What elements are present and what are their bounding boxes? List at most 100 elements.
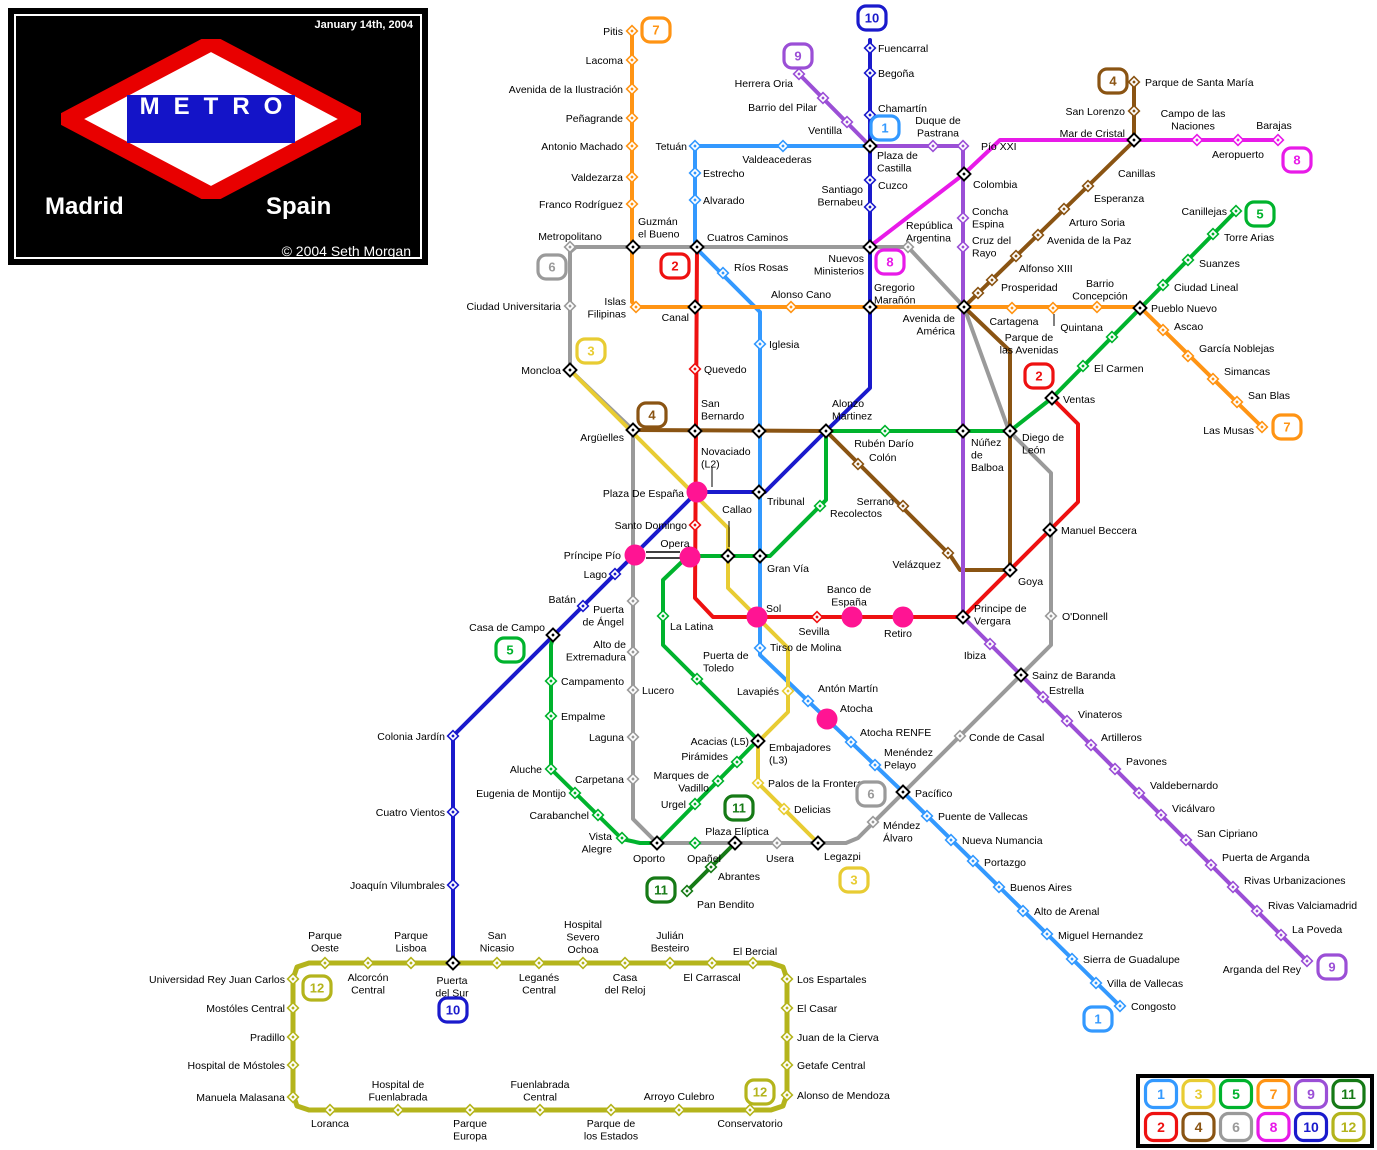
station-juan-de-la-cierva-marker <box>780 1030 794 1044</box>
svg-text:1: 1 <box>1157 1086 1165 1102</box>
station-hospital-de-móstoles-label: Hospital de Móstoles <box>188 1060 285 1072</box>
station-quevedo-marker <box>688 362 702 376</box>
metro-line-4 <box>631 80 1136 572</box>
station-república-marker <box>901 240 915 254</box>
station-la-poveda-label: La Poveda <box>1292 924 1342 936</box>
station-alonso-cano-marker <box>784 300 798 314</box>
svg-text:9: 9 <box>1328 960 1335 975</box>
station-puerta-de-marker <box>690 672 704 686</box>
station-eugenia-de-montijo-marker <box>568 786 582 800</box>
station-aluche-label: Aluche <box>510 764 542 776</box>
station-principe-de-transfer-marker <box>955 609 971 625</box>
station-pavones-marker <box>1108 762 1122 776</box>
station-rivas-urbanizaciones-label: Rivas Urbanizaciones <box>1244 875 1346 887</box>
station-congosto-label: Congosto <box>1131 1001 1176 1013</box>
station-conde-de-casal-marker <box>953 729 967 743</box>
station-banco-de-hub-marker <box>841 606 863 628</box>
station-pradillo-marker <box>286 1030 300 1044</box>
station-fuencarral-marker <box>863 41 877 55</box>
station-arroyo-culebro-label: Arroyo Culebro <box>644 1091 715 1103</box>
station-joaquín-vilumbrales-label: Joaquín Vilumbrales <box>350 880 445 892</box>
legend-badge-12: 12 <box>1331 1111 1366 1143</box>
station-opañel-label: Opañel <box>687 853 721 865</box>
station-prosperidad-marker <box>971 286 985 300</box>
station-tribunal-label: Tribunal <box>767 496 805 508</box>
title-box-frame <box>14 14 422 259</box>
station-fuenlabrada-marker <box>533 1103 547 1117</box>
station-antonio-machado-label: Antonio Machado <box>541 141 623 153</box>
station-batán-marker <box>576 599 590 613</box>
station-alcorcón-marker <box>361 956 375 970</box>
station-santiago-marker <box>863 200 877 214</box>
station-ciudad-lineal-marker <box>1156 278 1170 292</box>
station-ibiza-label: Ibiza <box>964 650 986 662</box>
station-valdezarza-marker <box>625 170 639 184</box>
station-hospital-marker <box>576 956 590 970</box>
station-prosperidad-label: Prosperidad <box>1001 282 1058 294</box>
station-oporto-transfer-marker <box>649 835 665 851</box>
svg-text:4: 4 <box>1195 1119 1203 1135</box>
station-santo-domingo-marker <box>688 518 702 532</box>
station-villa-de-vallecas-marker <box>1089 976 1103 990</box>
station-pitis-marker <box>625 24 639 38</box>
station-plaza-de-transfer-marker <box>862 138 878 154</box>
station-avenida-de-la-ilustración-label: Avenida de la Ilustración <box>509 84 623 96</box>
station-avenida-de-la-ilustración-marker <box>625 82 639 96</box>
station-barrio-marker <box>1090 300 1104 314</box>
station-pirámides-marker <box>730 755 744 769</box>
line-badge-4: 4 <box>1097 67 1129 95</box>
station-colón-label: Colón <box>869 452 897 464</box>
station-gran-vía-label: Gran Vía <box>767 563 809 575</box>
station-begoña-marker <box>863 66 877 80</box>
station-legazpi-transfer-marker <box>810 835 826 851</box>
station-garcía-noblejas-label: García Noblejas <box>1199 343 1274 355</box>
station-serrano-label: Serrano <box>857 496 895 508</box>
station-el-carrascal-marker <box>705 956 719 970</box>
station-marques-de-marker <box>711 774 725 788</box>
station-metropolitano-marker <box>563 240 577 254</box>
station-barrio-del-pilar-marker <box>816 91 830 105</box>
station-opera-hub-marker <box>679 546 701 568</box>
station-duque-de-marker <box>926 139 940 153</box>
station-alonso-de-mendoza-marker <box>780 1088 794 1102</box>
station-carpetana-marker <box>626 772 640 786</box>
svg-text:8: 8 <box>1293 153 1300 168</box>
metro-line-10 <box>451 38 872 965</box>
station-estrecho-marker <box>688 166 702 180</box>
title-box: January 14th, 2004 METRO Madrid Spain © … <box>8 8 428 265</box>
station-suanzes-marker <box>1181 253 1195 267</box>
station-san-lorenzo-label: San Lorenzo <box>1065 106 1125 118</box>
station-goya-transfer-marker <box>1002 562 1018 578</box>
station-miguel-hernandez-label: Miguel Hernandez <box>1058 930 1143 942</box>
metro-line-3 <box>568 368 820 845</box>
station-lucero-label: Lucero <box>642 685 674 697</box>
station-sol-label: Sol <box>766 603 781 615</box>
station-delicias-marker <box>777 802 791 816</box>
svg-text:4: 4 <box>1109 74 1117 89</box>
metro-logo-icon <box>61 39 361 199</box>
station-sierra-de-guadalupe-label: Sierra de Guadalupe <box>1083 954 1180 966</box>
svg-text:3: 3 <box>1195 1086 1203 1102</box>
station-rubén-darío-marker <box>878 424 892 438</box>
station-universidad-rey-juan-carlos-label: Universidad Rey Juan Carlos <box>149 974 285 986</box>
station-parque-de-marker <box>1046 301 1060 315</box>
station-empalme-label: Empalme <box>561 711 606 723</box>
station-pueblo-nuevo-transfer-marker <box>1132 300 1148 316</box>
station-velázquez-label: Velázquez <box>893 559 941 571</box>
station-gran-vía-transfer-marker <box>752 548 768 564</box>
station-atocha-renfe-marker <box>844 735 858 749</box>
station-sevilla-label: Sevilla <box>799 626 830 638</box>
station-estrella-marker <box>1036 690 1050 704</box>
station-valdeacederas-marker <box>776 139 790 153</box>
station-conde-de-casal-label: Conde de Casal <box>969 732 1044 744</box>
station-arganda-del-rey-label: Arganda del Rey <box>1223 964 1302 976</box>
